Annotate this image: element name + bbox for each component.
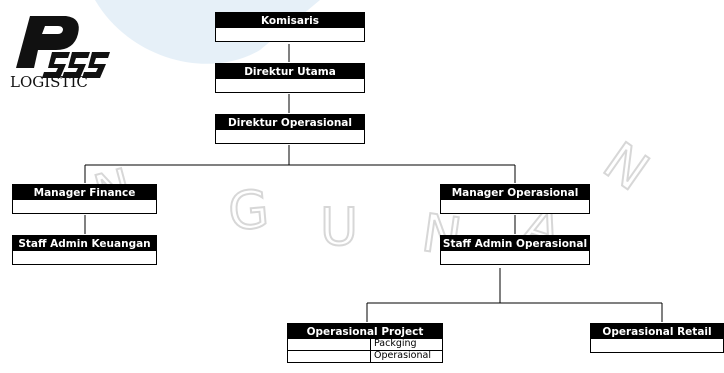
node-operasional-retail: Operasional Retail (590, 323, 724, 353)
node-body (12, 251, 157, 265)
node-title: Operasional Project (287, 323, 443, 339)
node-manager-finance: Manager Finance (12, 184, 157, 214)
node-title: Komisaris (215, 12, 365, 28)
node-manager-operasional: Manager Operasional (440, 184, 590, 214)
node-title: Operasional Retail (590, 323, 724, 339)
node-title: Staff Admin Operasional (440, 235, 590, 251)
sub-row: Packging (287, 338, 443, 351)
pass-logistic-logo: LOGISTIC (10, 16, 110, 88)
node-direktur-operasional: Direktur Operasional (215, 114, 365, 144)
sub-item-operasional: Operasional (370, 350, 443, 363)
watermark-letter: G (226, 180, 271, 243)
node-body (215, 28, 365, 42)
node-operasional-project: Operasional Project Packging Operasional (287, 323, 443, 363)
node-title: Direktur Operasional (215, 114, 365, 130)
sub-row: Operasional (287, 350, 443, 363)
watermark-letter: U (320, 198, 358, 258)
node-staff-admin-keuangan: Staff Admin Keuangan (12, 235, 157, 265)
node-body (440, 251, 590, 265)
sub-item-packging: Packging (370, 338, 443, 351)
node-title: Staff Admin Keuangan (12, 235, 157, 251)
node-komisaris: Komisaris (215, 12, 365, 42)
node-title: Manager Operasional (440, 184, 590, 200)
node-body (215, 130, 365, 144)
node-body (590, 339, 724, 353)
node-direktur-utama: Direktur Utama (215, 63, 365, 93)
node-body (12, 200, 157, 214)
node-title: Direktur Utama (215, 63, 365, 79)
node-title: Manager Finance (12, 184, 157, 200)
node-staff-admin-operasional: Staff Admin Operasional (440, 235, 590, 265)
node-body (215, 79, 365, 93)
logo-text: LOGISTIC (10, 73, 88, 88)
node-body (440, 200, 590, 214)
